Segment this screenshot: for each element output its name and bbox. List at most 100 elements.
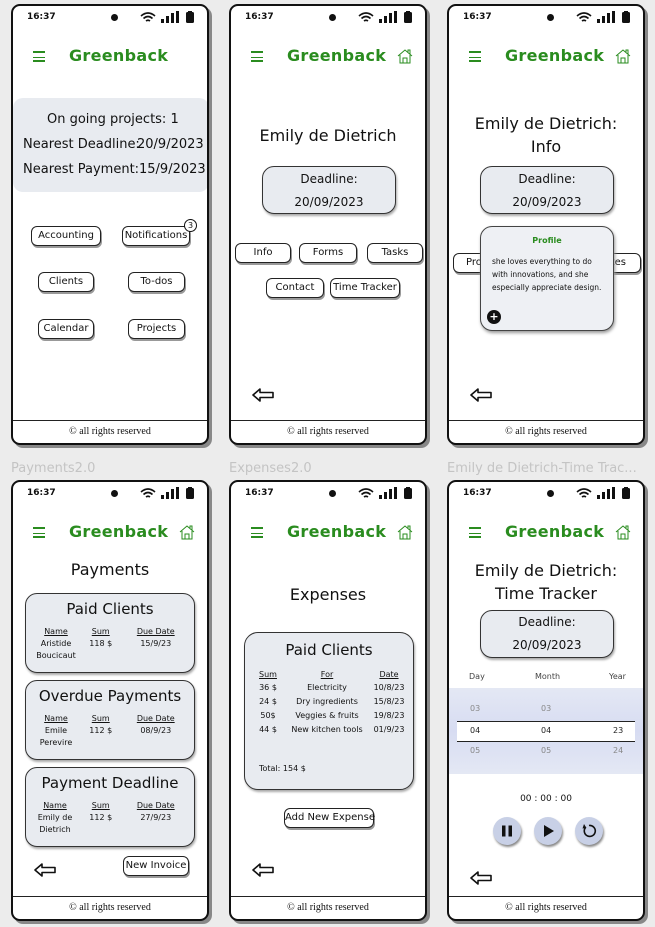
- pause-button[interactable]: [493, 817, 521, 845]
- status-icons: [140, 11, 194, 23]
- home-icon[interactable]: [615, 48, 631, 64]
- phone-info: 16:37 Greenback Emily de Dietrich: Info …: [447, 4, 645, 445]
- date-picker-wheel[interactable]: 03 03 04 04 23 05 05 24: [449, 688, 643, 774]
- calendar-button[interactable]: Calendar: [38, 319, 94, 339]
- cell-sum: 118 $: [89, 639, 113, 648]
- app-brand: Greenback: [287, 46, 387, 65]
- camera-dot: [111, 14, 118, 21]
- cell-name: Emily de Dietrich: [37, 813, 73, 834]
- home-icon[interactable]: [179, 524, 195, 540]
- back-arrow-icon[interactable]: [469, 388, 493, 402]
- picker-day-label: Day: [469, 672, 485, 681]
- status-time: 16:37: [245, 12, 274, 22]
- clients-button[interactable]: Clients: [38, 272, 94, 292]
- add-icon[interactable]: +: [487, 310, 501, 324]
- expenses-card: Paid Clients Sum For Date 36 $Electricit…: [244, 632, 414, 790]
- tab-time-tracker[interactable]: Time Tracker: [330, 278, 400, 298]
- tab-info[interactable]: Info: [235, 243, 291, 263]
- home-icon[interactable]: [615, 524, 631, 540]
- hamburger-menu-icon[interactable]: [469, 527, 481, 538]
- cell-date: 01/9/23: [373, 725, 405, 734]
- back-arrow-icon[interactable]: [469, 871, 493, 885]
- app-brand: Greenback: [287, 522, 387, 541]
- profile-popup: Profile she loves everything to do with …: [480, 226, 614, 331]
- col-due: Due Date: [136, 714, 175, 723]
- popup-title: Profile: [532, 236, 562, 245]
- cell-sum: 44 $: [259, 725, 277, 734]
- home-icon[interactable]: [397, 524, 413, 540]
- status-icons: [140, 487, 194, 499]
- phone-client: 16:37 Greenback Emily de Dietrich Deadli…: [229, 4, 427, 445]
- picker-year-label: Year: [609, 672, 626, 681]
- accounting-button[interactable]: Accounting: [31, 226, 101, 246]
- footer: © all rights reserved: [449, 420, 643, 443]
- deadline-label: Deadline:: [518, 615, 576, 629]
- todos-button[interactable]: To-dos: [128, 272, 185, 292]
- footer: © all rights reserved: [231, 896, 425, 919]
- add-new-expense-button[interactable]: Add New Expense: [284, 808, 375, 828]
- picker-month: 05: [541, 746, 552, 755]
- tab-contact[interactable]: Contact: [266, 278, 324, 298]
- status-bar: 16:37: [231, 6, 425, 26]
- hamburger-menu-icon[interactable]: [251, 527, 263, 538]
- hamburger-menu-icon[interactable]: [469, 51, 481, 62]
- tab-tasks[interactable]: Tasks: [367, 243, 423, 263]
- reset-icon: [582, 824, 597, 838]
- projects-button[interactable]: Projects: [128, 319, 185, 339]
- picker-day: 03: [470, 704, 481, 713]
- deadline-label: Deadline:: [518, 172, 576, 186]
- cell-name: Emile Perevire: [39, 726, 73, 747]
- cell-date: 19/8/23: [373, 711, 405, 720]
- hamburger-menu-icon[interactable]: [251, 51, 263, 62]
- status-icons: [576, 11, 630, 23]
- home-icon[interactable]: [397, 48, 413, 64]
- info-title-line2: Info: [530, 137, 562, 156]
- picker-selection-band: [457, 721, 635, 742]
- reset-button[interactable]: [575, 817, 603, 845]
- status-icons: [358, 11, 412, 23]
- hamburger-menu-icon[interactable]: [33, 51, 45, 62]
- hamburger-menu-icon[interactable]: [33, 527, 45, 538]
- status-bar: 16:37: [449, 482, 643, 502]
- page-title: Payments: [70, 560, 150, 579]
- col-due: Due Date: [136, 627, 175, 636]
- camera-dot: [111, 490, 118, 497]
- play-icon: [544, 825, 554, 837]
- cell-for: Veggies & fruits: [295, 711, 359, 720]
- status-bar: 16:37: [449, 6, 643, 26]
- picker-day: 04: [470, 726, 481, 735]
- info-title-line1: Emily de Dietrich:: [474, 114, 618, 133]
- col-due: Due Date: [136, 801, 175, 810]
- play-button[interactable]: [534, 817, 562, 845]
- back-arrow-icon[interactable]: [251, 388, 275, 402]
- cell-due: 15/9/23: [140, 639, 172, 648]
- deadline-value: 20/09/2023: [512, 638, 582, 652]
- frame-caption-expenses: Expenses2.0: [229, 461, 312, 476]
- back-arrow-icon[interactable]: [33, 863, 57, 877]
- cell-date: 10/8/23: [373, 683, 405, 692]
- col-sum: Sum: [259, 670, 277, 679]
- status-time: 16:37: [245, 488, 274, 498]
- ongoing-projects: On going projects: 1: [47, 112, 179, 127]
- notifications-button[interactable]: Notifications: [122, 226, 190, 246]
- cell-sum: 50$: [260, 711, 276, 720]
- status-time: 16:37: [463, 488, 492, 498]
- new-invoice-button[interactable]: New Invoice: [123, 856, 189, 876]
- back-arrow-icon[interactable]: [251, 863, 275, 877]
- frame-caption-tracker: Emily de Dietrich-Time Trac...: [447, 461, 637, 476]
- footer: © all rights reserved: [449, 896, 643, 919]
- tab-forms[interactable]: Forms: [299, 243, 357, 263]
- col-sum: Sum: [91, 627, 110, 636]
- pause-icon: [502, 825, 512, 837]
- deadline-value: 20/09/2023: [512, 195, 582, 209]
- col-date: Date: [379, 670, 399, 679]
